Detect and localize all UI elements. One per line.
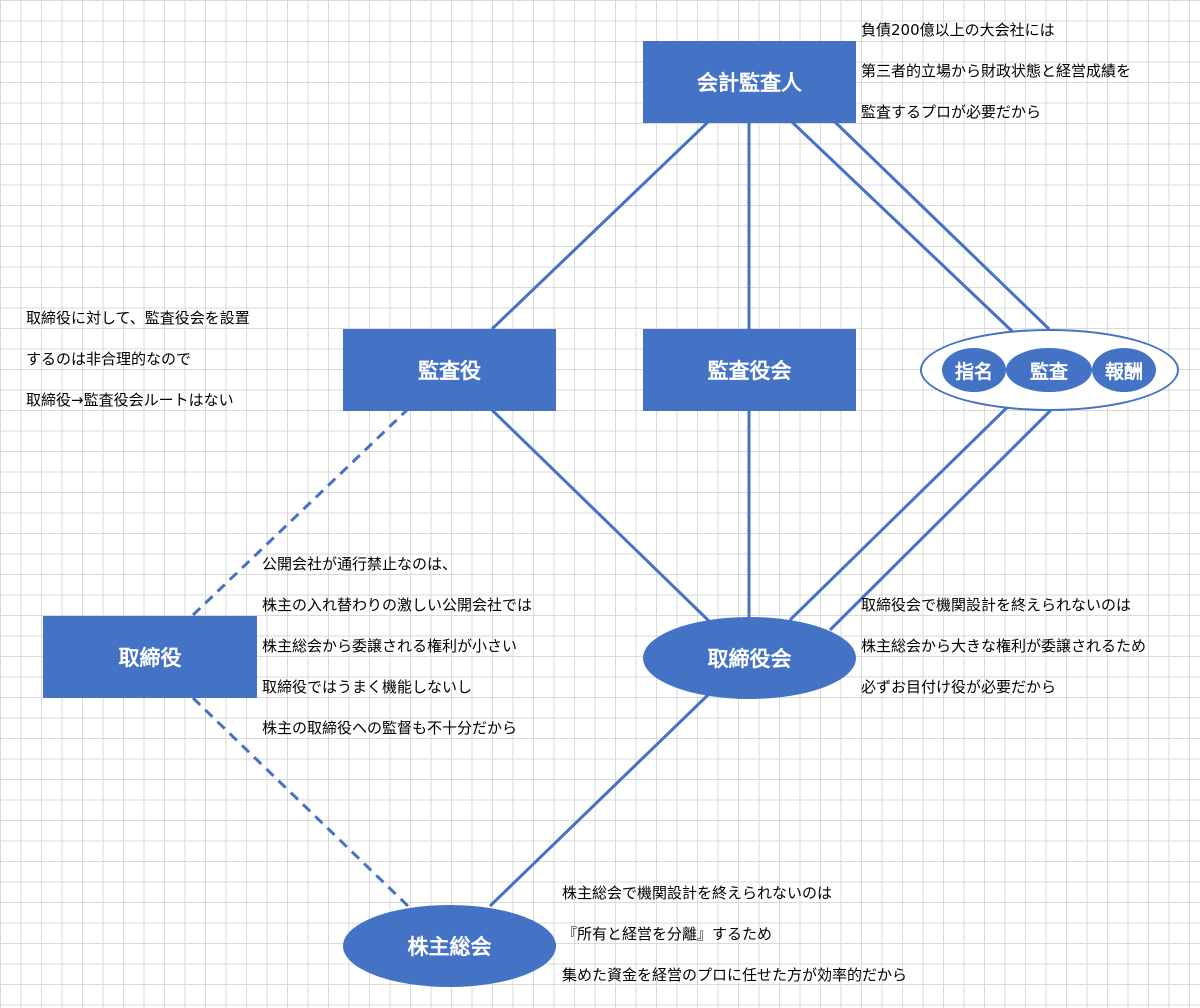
note-line: 『所有と経営を分離』するため: [562, 925, 773, 943]
line-accounting-to-auditor: [490, 120, 710, 331]
committee-audit: 監査: [1006, 348, 1092, 392]
note-line: 株主の取締役への監督も不十分だから: [262, 719, 518, 737]
note-line: 集めた資金を経営のプロに任せた方が効率的だから: [562, 966, 908, 984]
committee-compensation: 報酬: [1092, 348, 1156, 392]
note-line: 公開会社が通行禁止なのは、: [262, 555, 458, 573]
note-line: 負債200億以上の大会社には: [861, 21, 1055, 39]
note-auditor: 取締役に対して、監査役会を設置 するのは非合理的なので 取締役→監査役会ルートは…: [26, 298, 250, 421]
line-auditor-to-board: [490, 408, 712, 624]
line-committee-to-board-2: [828, 408, 1053, 632]
note-board: 取締役会で機関設計を終えられないのは 株主総会から大きな権利が委譲されるため 必…: [861, 585, 1146, 708]
note-line: 株主総会で機関設計を終えられないのは: [562, 884, 833, 902]
line-accounting-to-committee-audit-1: [790, 120, 1016, 335]
note-line: 監査するプロが必要だから: [861, 103, 1042, 121]
note-line: 株主総会から大きな権利が委譲されるため: [861, 637, 1147, 655]
line-committee-to-board-1: [788, 383, 1032, 622]
node-accounting-auditor: 会計監査人: [643, 41, 856, 123]
note-accounting-auditor: 負債200億以上の大会社には 第三者的立場から財政状態と経営成績を 監査するプロ…: [861, 10, 1131, 133]
note-line: するのは非合理的なので: [26, 350, 192, 368]
note-line: 株主総会から委譲される権利が小さい: [262, 637, 518, 655]
note-line: 第三者的立場から財政状態と経営成績を: [861, 62, 1132, 80]
note-line: 取締役に対して、監査役会を設置: [26, 309, 250, 327]
line-accounting-to-committee-audit-2: [833, 120, 1051, 331]
note-line: 必ずお目付け役が必要だから: [861, 678, 1057, 696]
line-director-to-auditor: [191, 408, 409, 617]
note-shareholders: 株主総会で機関設計を終えられないのは 『所有と経営を分離』するため 集めた資金を…: [562, 873, 907, 996]
note-line: 取締役ではうまく機能しないし: [262, 678, 473, 696]
node-board-of-directors: 取締役会: [643, 617, 856, 699]
note-line: 取締役→監査役会ルートはない: [26, 391, 234, 409]
node-shareholders-meeting: 株主総会: [343, 905, 556, 987]
line-board-to-shareholders: [488, 691, 712, 908]
note-public-company: 公開会社が通行禁止なのは、 株主の入れ替わりの激しい公開会社では 株主総会から委…: [262, 544, 532, 749]
node-director: 取締役: [43, 616, 257, 698]
committee-nomination: 指名: [942, 348, 1006, 392]
note-line: 株主の入れ替わりの激しい公開会社では: [262, 596, 533, 614]
node-audit-board: 監査役会: [643, 329, 856, 411]
node-auditor: 監査役: [343, 329, 556, 411]
note-line: 取締役会で機関設計を終えられないのは: [861, 596, 1132, 614]
